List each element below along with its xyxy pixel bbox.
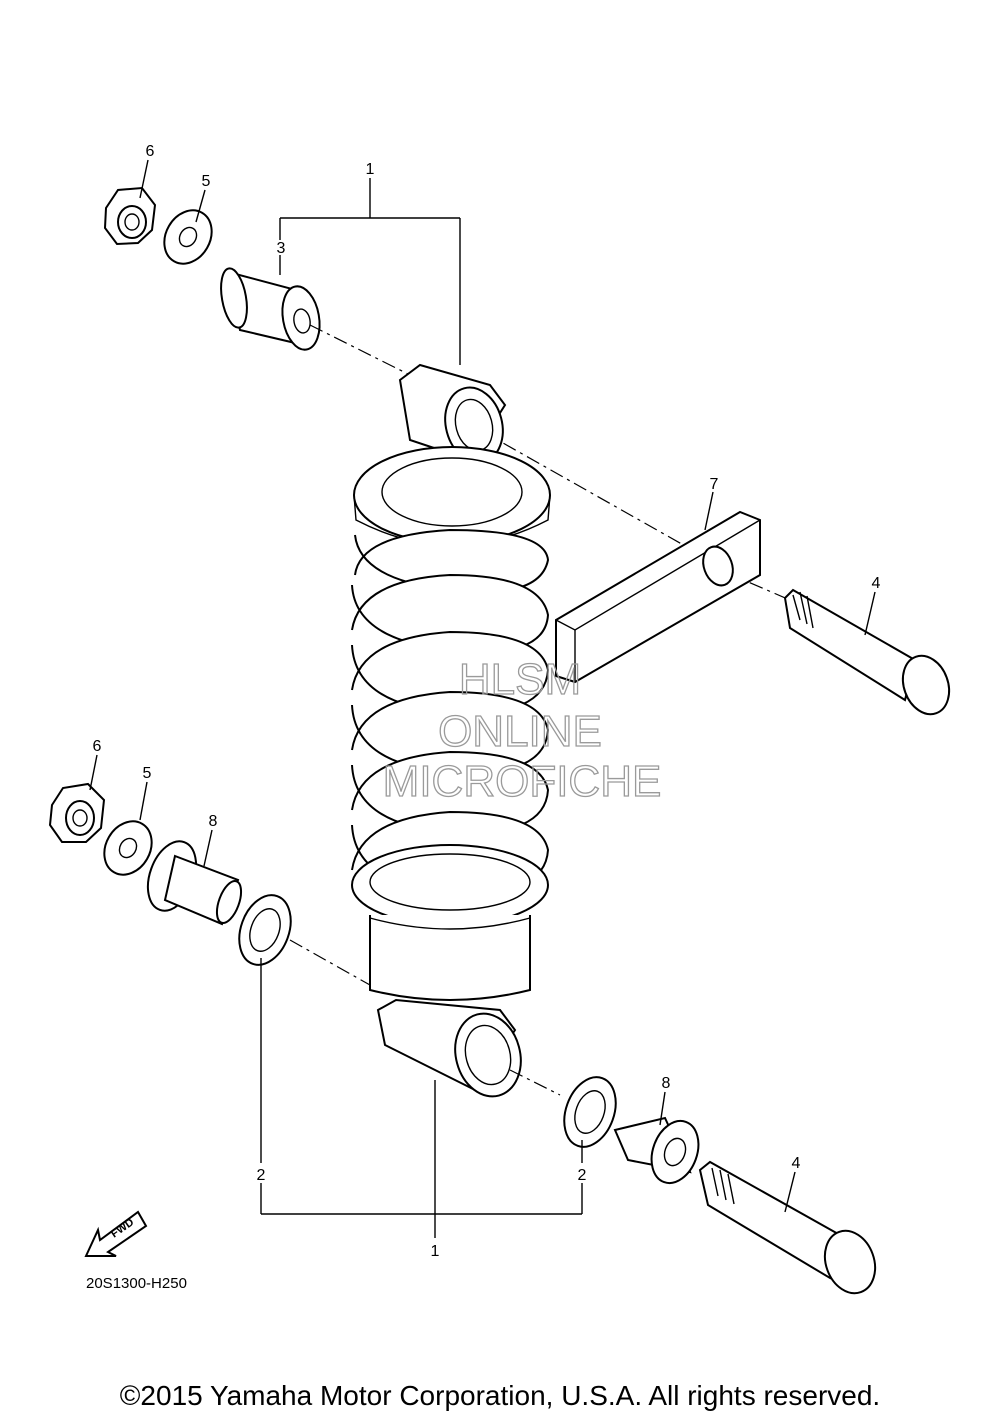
watermark-line-1: HLSM bbox=[459, 655, 581, 704]
callout-lower-seal-left: 2 bbox=[257, 1167, 266, 1184]
callout-upper-collar: 3 bbox=[277, 240, 286, 257]
drawing-code: 20S1300-H250 bbox=[86, 1275, 187, 1292]
lower-collar-left-part bbox=[146, 840, 243, 926]
callout-upper-nut: 6 bbox=[146, 143, 155, 160]
callout-lower-bolt: 4 bbox=[792, 1155, 801, 1172]
shock-absorber bbox=[351, 363, 551, 1098]
lower-bolt-part bbox=[698, 1160, 877, 1295]
watermark-line-2: ONLINE bbox=[438, 707, 602, 756]
watermark-line-3: MICROFICHE bbox=[383, 757, 662, 806]
callout-lower-collar-left: 8 bbox=[209, 813, 218, 830]
callout-upper-bolt: 4 bbox=[872, 575, 881, 592]
callout-bracket: 7 bbox=[710, 476, 719, 493]
upper-washer-part bbox=[163, 209, 213, 265]
upper-nut-part bbox=[103, 186, 157, 246]
lower-washer-part bbox=[103, 820, 153, 876]
bracket-part bbox=[555, 510, 761, 684]
callout-upper-shock: 1 bbox=[366, 161, 375, 178]
callout-lower-seal-right: 2 bbox=[578, 1167, 587, 1184]
copyright-notice: ©2015 Yamaha Motor Corporation, U.S.A. A… bbox=[119, 1380, 881, 1411]
callout-lower-washer: 5 bbox=[143, 765, 152, 782]
upper-collar-part bbox=[220, 267, 321, 351]
lower-seal-right-part bbox=[563, 1076, 617, 1148]
leader-lines bbox=[89, 159, 876, 1238]
callout-lower-collar-right: 8 bbox=[662, 1075, 671, 1092]
fwd-arrow-icon: FWD bbox=[84, 1210, 148, 1257]
lower-seal-left-part bbox=[238, 894, 292, 966]
lower-nut-part bbox=[48, 782, 106, 843]
callout-lower-shock: 1 bbox=[431, 1243, 440, 1260]
callout-upper-washer: 5 bbox=[202, 173, 211, 190]
upper-bolt-part bbox=[783, 588, 951, 716]
callout-lower-nut: 6 bbox=[93, 738, 102, 755]
lower-collar-right-part bbox=[613, 1116, 700, 1184]
watermark: HLSM ONLINE MICROFICHE bbox=[382, 654, 662, 806]
